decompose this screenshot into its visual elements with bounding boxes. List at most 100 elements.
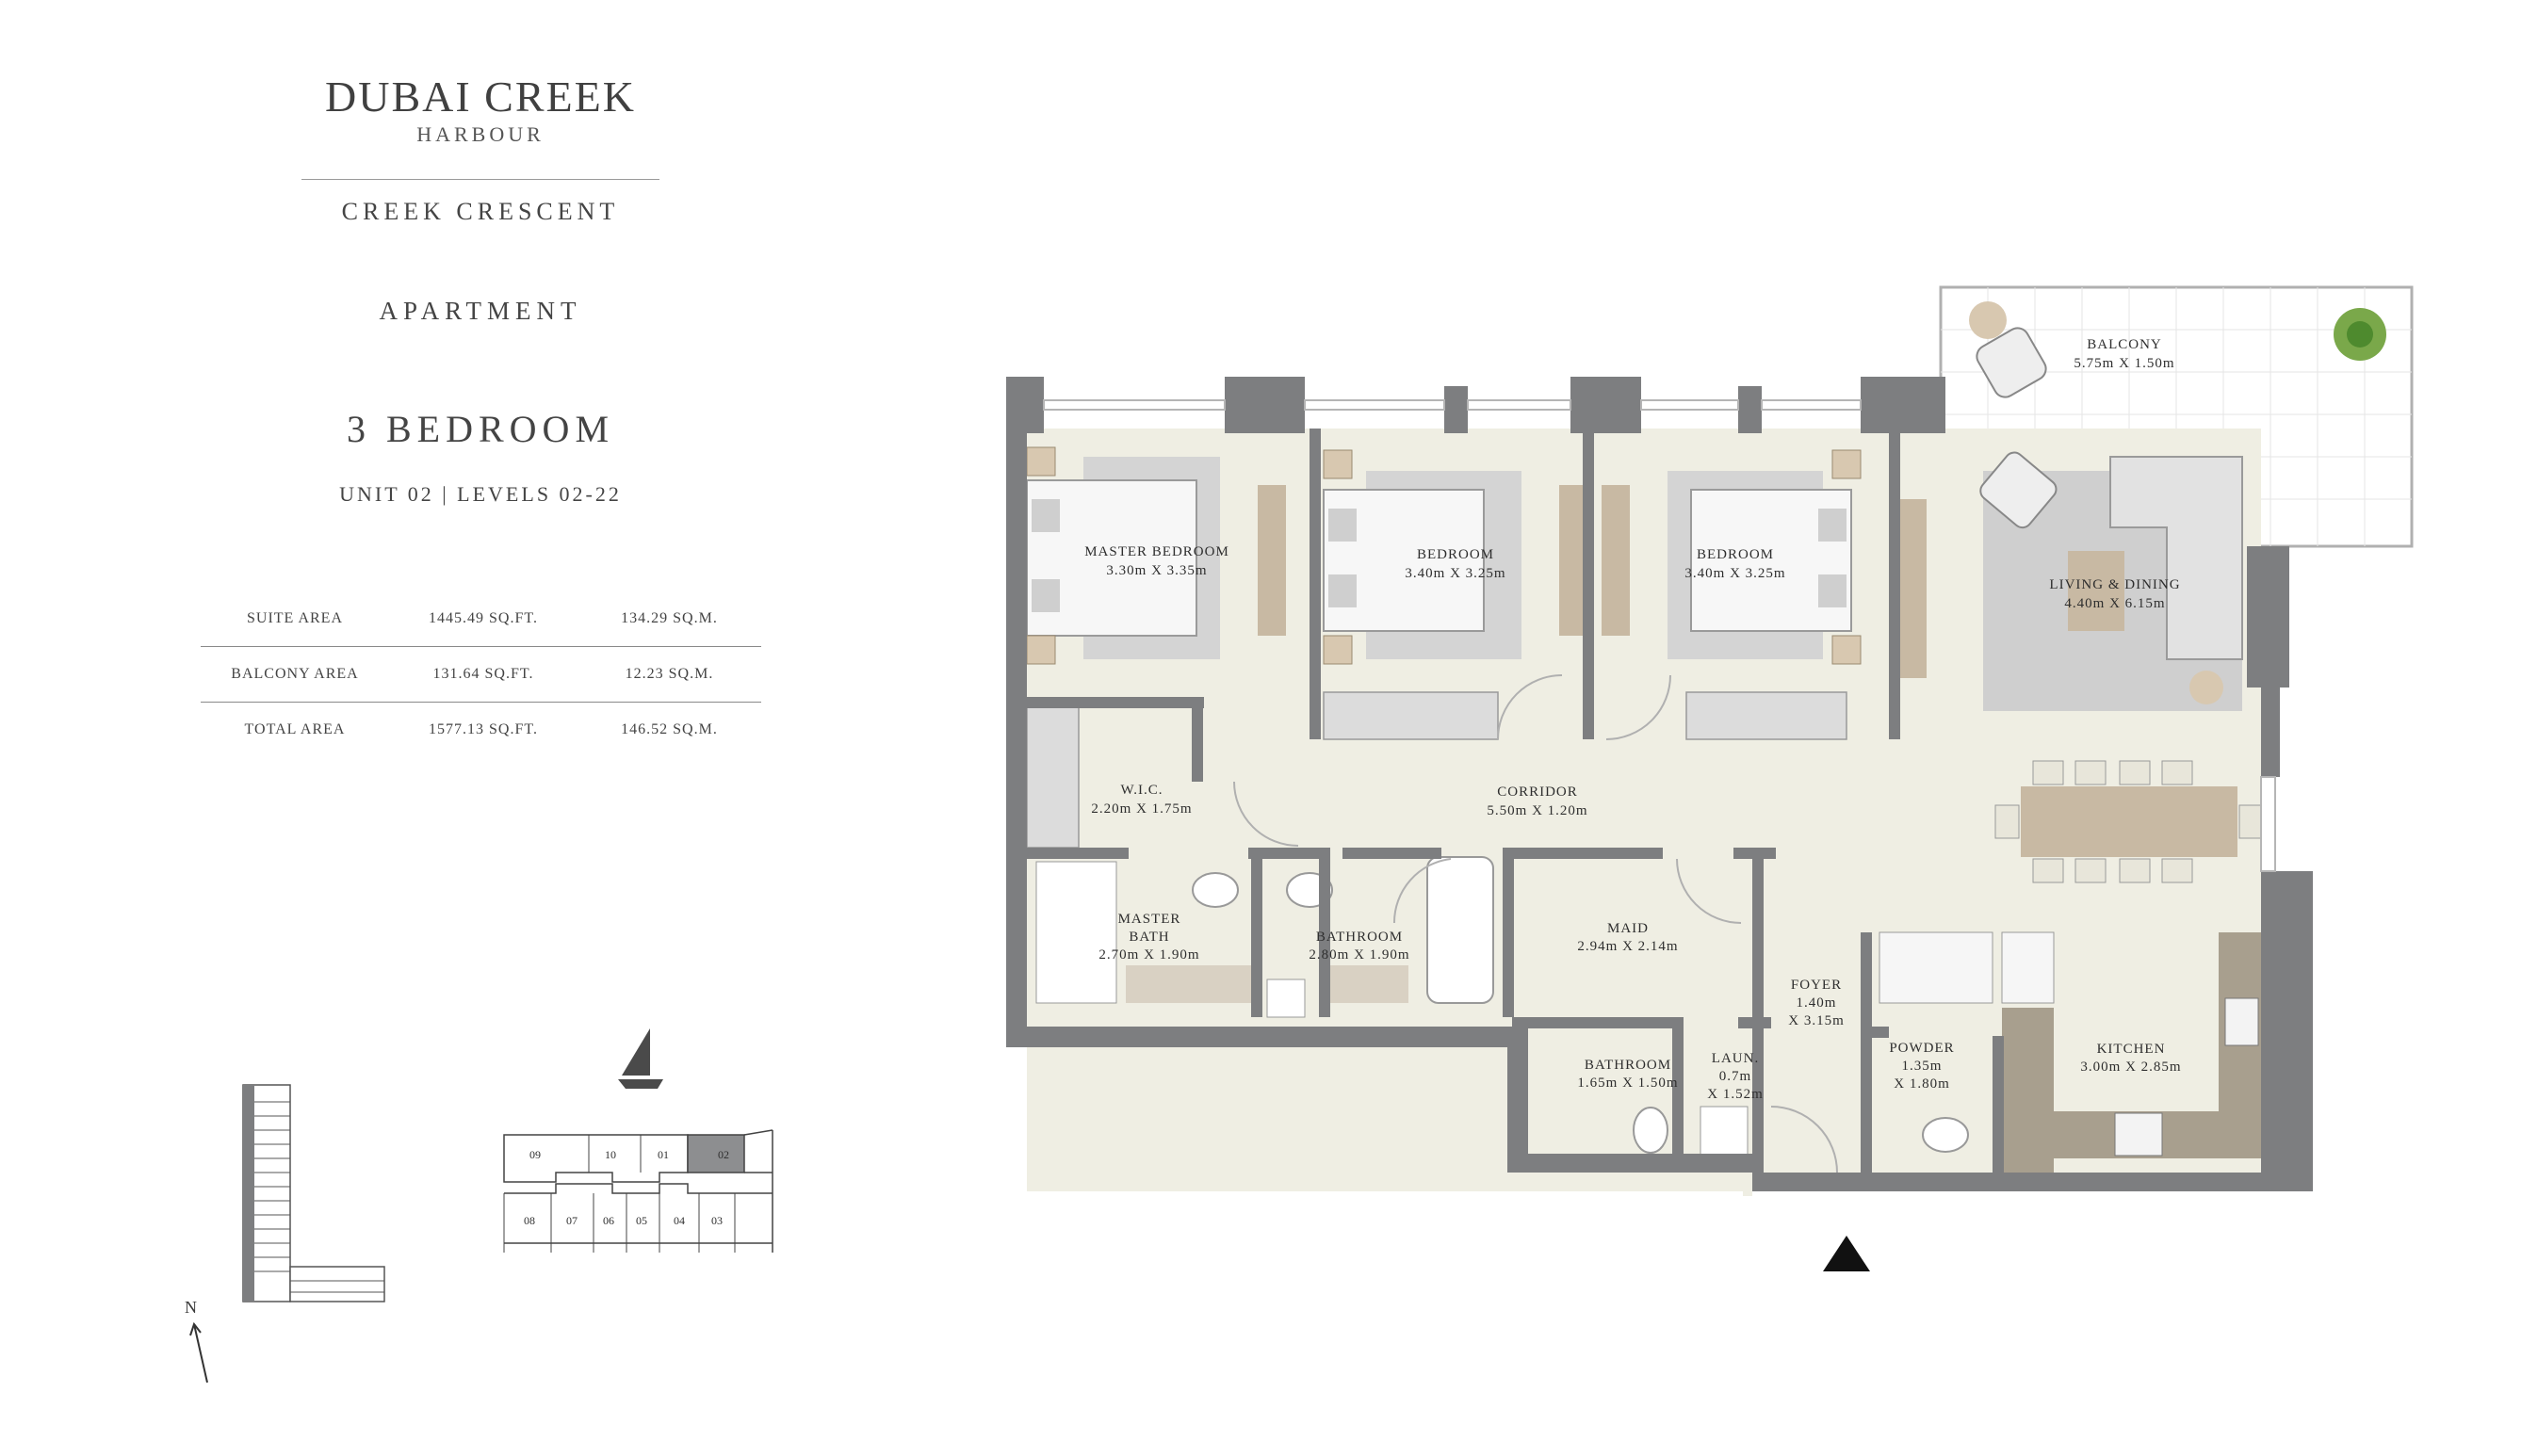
dining-table-icon [2021, 786, 2237, 857]
keyplan-label: 04 [674, 1214, 685, 1227]
area-label: TOTAL AREA [244, 721, 346, 737]
room-label: CORRIDOR [1497, 785, 1578, 800]
kitchen-counter [2002, 1008, 2054, 1177]
tower-silhouette [242, 1084, 385, 1302]
washer-icon [1700, 1106, 1749, 1159]
fridge [1879, 931, 1993, 1004]
keyplan-label: 08 [524, 1214, 535, 1227]
keyplan-label: 07 [566, 1214, 578, 1227]
area-sqft: 131.64 SQ.FT. [432, 666, 534, 682]
unit-levels: UNIT 02 | LEVELS 02-22 [339, 482, 622, 506]
keyplan-unit-highlight [687, 1134, 745, 1173]
toilet-icon [1192, 872, 1239, 908]
area-sqm: 146.52 SQ.M. [621, 721, 718, 737]
side-table-icon [2189, 671, 2223, 704]
walls [1006, 377, 2313, 1191]
keyplan-label: 02 [718, 1148, 729, 1161]
brand-name: DUBAI CREEK [325, 73, 636, 121]
room-size: X 1.80m [1894, 1076, 1950, 1092]
room-label: MAID [1607, 921, 1649, 936]
room-size: X 3.15m [1788, 1013, 1845, 1028]
keyplan-label: 05 [636, 1214, 647, 1227]
area-sqft: 1445.49 SQ.FT. [429, 610, 538, 626]
side-table-icon [1969, 301, 2007, 339]
divider [301, 179, 659, 180]
room-size: 3.40m X 3.25m [1405, 566, 1505, 581]
keyplan-label: 06 [603, 1214, 614, 1227]
room-size: 5.50m X 1.20m [1487, 803, 1587, 818]
north-arrow-icon [189, 1321, 208, 1383]
divider [201, 646, 761, 647]
bedroom-count-title: 3 BEDROOM [346, 408, 615, 450]
floor-drain [1266, 979, 1306, 1018]
room-size: 2.94m X 2.14m [1577, 939, 1678, 954]
room-label: BATHROOM [1585, 1058, 1671, 1073]
entrance-arrow-icon [1823, 1236, 1870, 1271]
room-size: 5.75m X 1.50m [2074, 356, 2174, 371]
sink-icon [2224, 997, 2259, 1046]
room-label: BALCONY [2087, 337, 2162, 352]
room-size: 0.7m [1719, 1069, 1751, 1084]
area-sqm: 134.29 SQ.M. [621, 610, 718, 626]
area-sqm: 12.23 SQ.M. [625, 666, 714, 682]
room-label: BATH [1129, 930, 1169, 945]
room-size: 1.40m [1797, 995, 1837, 1011]
brand-sub: HARBOUR [416, 122, 545, 146]
room-size: 1.65m X 1.50m [1577, 1076, 1678, 1091]
oven [2001, 931, 2055, 1004]
keyplan-label: 03 [711, 1214, 723, 1227]
room-size: 3.30m X 3.35m [1106, 563, 1207, 578]
wardrobe [1685, 691, 1847, 740]
area-label: BALCONY AREA [231, 666, 359, 682]
room-label: LIVING & DINING [2049, 577, 2180, 592]
area-label: SUITE AREA [247, 610, 343, 626]
cooktop-icon [2114, 1112, 2163, 1157]
keyplan-label: 01 [658, 1148, 669, 1161]
north-label: N [185, 1298, 197, 1317]
room-label: BEDROOM [1417, 547, 1494, 562]
project-name: CREEK CRESCENT [341, 198, 620, 225]
armchair-icon [1979, 451, 2058, 529]
area-table: SUITE AREA 1445.49 SQ.FT. 134.29 SQ.M. B… [201, 591, 761, 757]
room-size: 1.35m [1902, 1059, 1943, 1074]
wardrobe [1323, 691, 1499, 740]
toilet-icon [1922, 1117, 1969, 1153]
coffee-table-icon [2068, 551, 2124, 631]
area-row-total: TOTAL AREA 1577.13 SQ.FT. 146.52 SQ.M. [201, 703, 761, 757]
room-size: X 1.52m [1707, 1087, 1764, 1102]
room-label: FOYER [1791, 978, 1842, 993]
room-size: 2.80m X 1.90m [1309, 947, 1409, 963]
room-size: 3.40m X 3.25m [1684, 566, 1785, 581]
keyplan-label: 10 [605, 1148, 616, 1161]
vanity [1126, 965, 1253, 1003]
area-row-suite: SUITE AREA 1445.49 SQ.FT. 134.29 SQ.M. [201, 591, 761, 646]
vanity [1328, 965, 1408, 1003]
keyplan-label: 09 [529, 1148, 541, 1161]
toilet-icon [1633, 1107, 1668, 1154]
sailboat-icon [618, 1028, 663, 1089]
room-label: MASTER [1118, 912, 1181, 927]
wardrobe [1026, 705, 1080, 849]
room-label: POWDER [1889, 1041, 1954, 1056]
brand-logo: DUBAI CREEK HARBOUR [301, 75, 659, 147]
key-plan: 09 10 01 02 08 07 06 05 04 03 [503, 1129, 777, 1253]
room-size: 4.40m X 6.15m [2064, 596, 2165, 611]
room-size: 3.00m X 2.85m [2080, 1060, 2181, 1075]
room-label: BEDROOM [1697, 547, 1774, 562]
area-row-balcony: BALCONY AREA 131.64 SQ.FT. 12.23 SQ.M. [201, 647, 761, 702]
lounge-chair-icon [1976, 327, 2047, 398]
divider [201, 702, 761, 703]
room-label: W.I.C. [1120, 783, 1163, 798]
unit-type: APARTMENT [379, 297, 582, 325]
area-sqft: 1577.13 SQ.FT. [429, 721, 538, 737]
room-label: LAUN. [1712, 1051, 1759, 1066]
room-label: KITCHEN [2097, 1042, 2166, 1057]
bathtub-icon [1426, 856, 1494, 1004]
room-label: BATHROOM [1316, 930, 1403, 945]
sofa-icon [2109, 456, 2243, 660]
shower [1035, 861, 1117, 1004]
room-size: 2.70m X 1.90m [1098, 947, 1199, 963]
room-label: MASTER BEDROOM [1084, 544, 1229, 559]
room-size: 2.20m X 1.75m [1091, 801, 1192, 817]
